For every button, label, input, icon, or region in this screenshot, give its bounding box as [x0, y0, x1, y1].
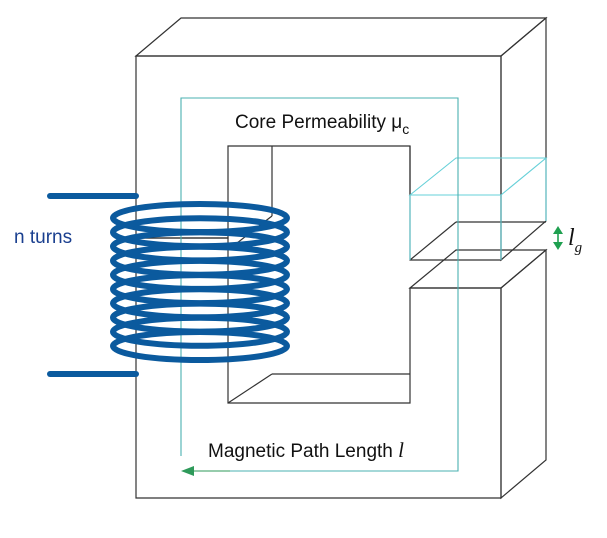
core-top-face	[134, 17, 548, 57]
upper-gap-face-edge	[409, 221, 457, 261]
window-bottom-depth-edge	[227, 373, 273, 404]
turns-label: n turns	[14, 227, 72, 248]
gap-cross-section	[408, 157, 548, 260]
core-permeability-subscript: c	[402, 121, 409, 137]
winding-coil	[47, 193, 290, 377]
coil-turns	[110, 201, 290, 363]
coil-turn	[110, 314, 290, 349]
gap-box-top	[408, 157, 548, 196]
magnetic-path-line	[180, 97, 459, 472]
magnetic-path	[180, 97, 459, 472]
lower-gap-top-face	[408, 249, 548, 289]
coil-turn	[110, 329, 290, 363]
path-length-text: Magnetic Path Length	[208, 441, 398, 462]
gap-length-subscript: g	[575, 240, 583, 256]
core-permeability-label: Core Permeability μc	[235, 112, 409, 137]
double-arrow-icon	[553, 226, 563, 250]
core-permeability-text: Core Permeability μ	[235, 112, 402, 133]
path-length-symbol: l	[398, 438, 404, 462]
gap-length-label: lg	[568, 225, 583, 256]
core-lower-right-face	[500, 248, 547, 500]
path-length-label: Magnetic Path Length l	[208, 438, 404, 462]
core-upper-section	[134, 16, 548, 262]
arrowhead-icon	[181, 466, 230, 476]
gap-length-symbol: l	[568, 225, 575, 251]
core-upper-right-face	[500, 16, 547, 262]
